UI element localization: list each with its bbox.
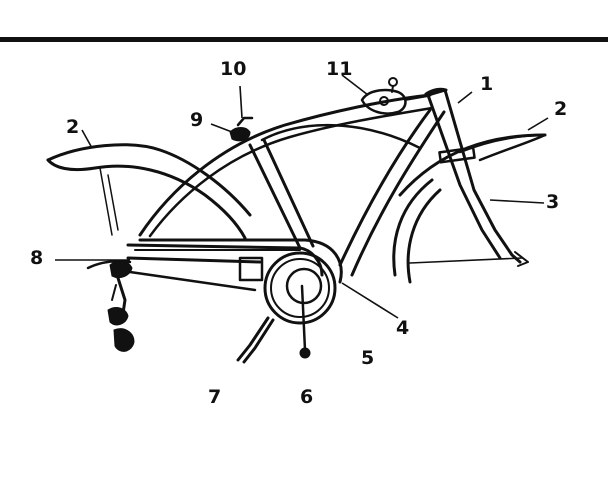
callouts: 1 2 2 3 4 5 6 7 8 9 10 11: [30, 58, 567, 408]
callout-5: 5: [361, 347, 374, 369]
callout-2-left: 2: [66, 116, 79, 138]
top-rule: [0, 37, 608, 42]
callout-7: 7: [208, 386, 221, 408]
callout-11: 11: [326, 58, 352, 80]
kickstand: [236, 316, 270, 362]
callout-6: 6: [300, 386, 313, 408]
callout-10: 10: [220, 58, 246, 80]
callout-4: 4: [396, 317, 409, 339]
chain-guard: [138, 238, 343, 284]
down-tube: [338, 108, 432, 267]
callout-9: 9: [190, 109, 203, 131]
rear-fender: [46, 143, 252, 217]
head-tube: [426, 88, 522, 264]
bicycle-frame-drawing: [46, 77, 547, 364]
callout-8: 8: [30, 247, 43, 269]
tank-horn: [360, 88, 407, 115]
callout-2-right: 2: [554, 98, 567, 120]
top-tube: [138, 93, 432, 237]
crank-sprocket: [263, 251, 337, 359]
leader-lines: [55, 74, 549, 319]
seat-tube: [248, 143, 302, 250]
callout-1: 1: [480, 73, 493, 95]
callout-3: 3: [546, 191, 559, 213]
